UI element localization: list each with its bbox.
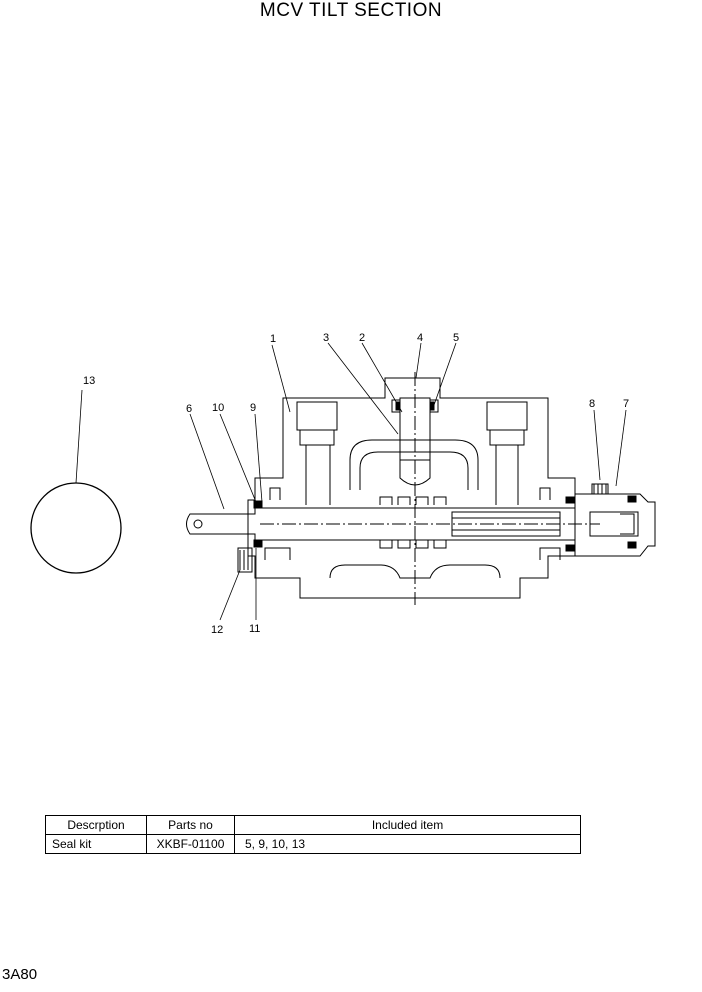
valve-body <box>247 377 576 599</box>
cell-parts-no: XKBF-01100 <box>146 834 235 854</box>
leader-lines <box>75 342 627 621</box>
callout-12: 12 <box>211 624 223 636</box>
callout-labels: 1 2 3 4 5 6 7 8 9 10 11 12 13 <box>83 332 629 636</box>
page-title: MCV TILT SECTION <box>259 0 443 21</box>
callout-9: 9 <box>250 402 256 414</box>
callout-2: 2 <box>359 332 365 344</box>
callout-8: 8 <box>589 398 595 410</box>
cell-description: Seal kit <box>45 834 147 854</box>
table-row: Seal kit XKBF-01100 5, 9, 10, 13 <box>45 834 581 854</box>
callout-6: 6 <box>186 403 192 415</box>
callout-11: 11 <box>249 623 260 635</box>
table-header-row: Descrption Parts no Included item <box>45 815 581 835</box>
callout-5: 5 <box>453 332 459 344</box>
callout-1: 1 <box>270 333 276 345</box>
callout-10: 10 <box>212 402 224 414</box>
header-parts-no: Parts no <box>146 815 235 835</box>
cell-included-item: 5, 9, 10, 13 <box>234 834 581 854</box>
header-description: Descrption <box>45 815 147 835</box>
o-ring-13 <box>30 482 122 574</box>
header-included-item: Included item <box>234 815 581 835</box>
callout-4: 4 <box>417 332 423 344</box>
callout-7: 7 <box>623 398 629 410</box>
spool-seals <box>237 401 435 573</box>
spool <box>186 507 600 541</box>
seal-kit-table: Descrption Parts no Included item Seal k… <box>45 815 581 854</box>
callout-13: 13 <box>83 375 95 387</box>
callout-3: 3 <box>323 332 329 344</box>
page-code: 3A80 <box>2 966 38 983</box>
end-cap <box>565 483 656 557</box>
